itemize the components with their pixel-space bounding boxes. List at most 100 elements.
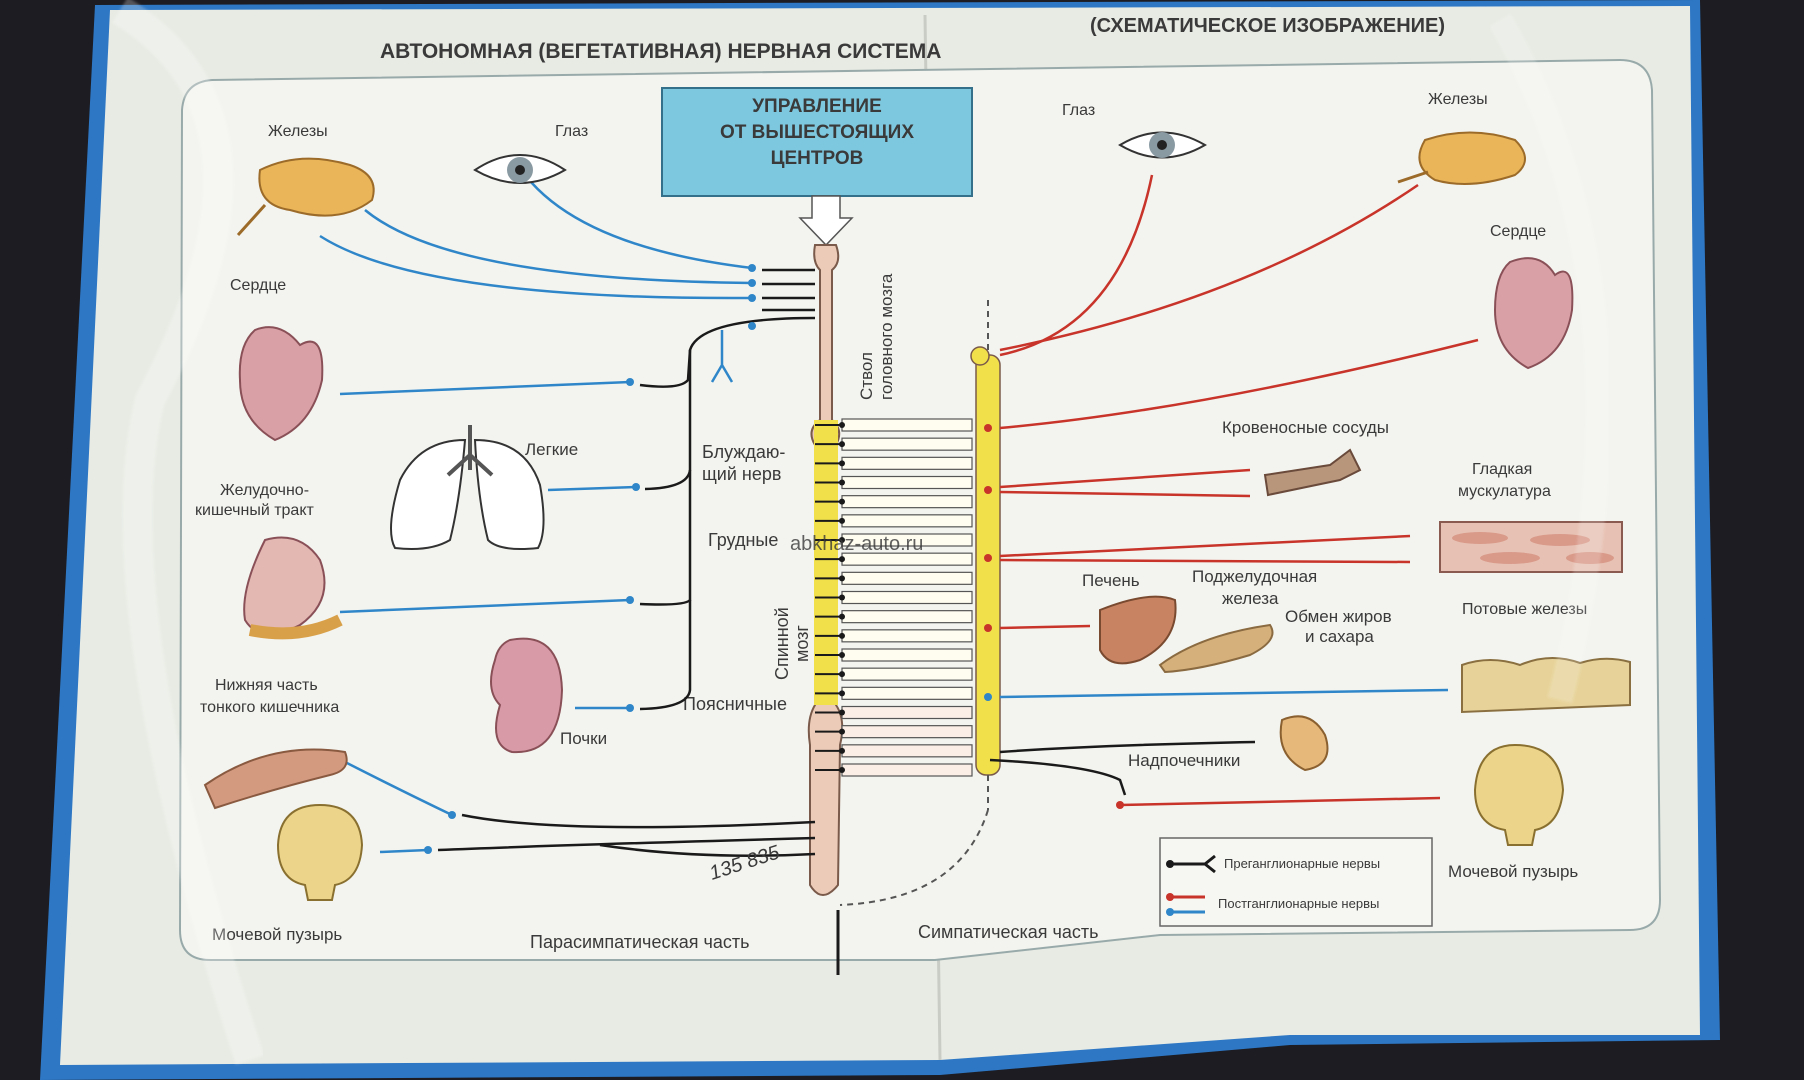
control-box-line1: УПРАВЛЕНИЕ bbox=[752, 96, 882, 117]
glands-left-illustration bbox=[236, 157, 375, 237]
sweat-glands-illustration bbox=[1461, 657, 1631, 714]
spinal-thoracic-yellow bbox=[814, 420, 838, 705]
right-nerve-dots bbox=[984, 424, 1124, 809]
ladder-dot bbox=[839, 728, 845, 735]
eye-left-label: Глаз bbox=[555, 123, 588, 140]
ladder-dot bbox=[839, 460, 845, 467]
ladder-dot bbox=[839, 767, 845, 773]
ladder-dot bbox=[839, 441, 845, 448]
liver-label: Печень bbox=[1082, 571, 1140, 590]
liver-illustration bbox=[1099, 595, 1177, 665]
glands-right-illustration bbox=[1397, 131, 1526, 185]
ladder-rung bbox=[841, 456, 973, 470]
kidneys-label: Почки bbox=[560, 729, 607, 748]
pancreas-illustration bbox=[1158, 623, 1274, 674]
ladder-rung bbox=[841, 648, 973, 662]
vagus-label-1: Блуждаю- bbox=[702, 442, 785, 462]
nerve-bladder-right bbox=[1119, 796, 1441, 807]
ladder-rung bbox=[841, 629, 973, 643]
small-intestine-label-2: тонкого кишечника bbox=[200, 699, 339, 716]
intestine-illustration bbox=[203, 748, 348, 810]
lungs-label: Легкие bbox=[525, 440, 578, 459]
bladder-left-illustration bbox=[276, 803, 364, 901]
diagram-subtitle: (СХЕМАТИЧЕСКОЕ ИЗОБРАЖЕНИЕ) bbox=[1090, 15, 1445, 37]
nerve-smooth-muscle-2 bbox=[999, 558, 1411, 564]
ladder-dot bbox=[839, 537, 845, 543]
nerve-small-blue-stub bbox=[710, 330, 734, 383]
eye-right-illustration bbox=[1118, 131, 1207, 159]
sweat-glands-label: Потовые железы bbox=[1462, 601, 1587, 618]
brainstem-label-1: Ствол bbox=[857, 352, 876, 400]
legend-postganglionic: Постганглионарные нервы bbox=[1218, 896, 1379, 911]
sympathetic-chain bbox=[975, 354, 1001, 776]
ladder-rung bbox=[841, 667, 973, 681]
ladder-rung bbox=[841, 705, 973, 720]
glands-right-label: Железы bbox=[1428, 91, 1488, 108]
nerve-vessels-right-1 bbox=[999, 468, 1251, 489]
ladder-rung bbox=[841, 514, 973, 528]
ladder-rung bbox=[841, 475, 973, 490]
ladder-dot bbox=[839, 556, 845, 563]
control-box-line2: ОТ ВЫШЕСТОЯЩИХ bbox=[720, 122, 914, 143]
pancreas-label-1: Поджелудочная bbox=[1192, 567, 1317, 586]
adrenal-illustration bbox=[1279, 715, 1329, 772]
spinal-label-1: Спинной bbox=[772, 607, 792, 680]
vagus-branch-lungs bbox=[644, 469, 692, 491]
left-nerve-dots bbox=[424, 264, 756, 854]
heart-left-label: Сердце bbox=[230, 277, 286, 294]
ladder-rung bbox=[841, 610, 973, 624]
thoracic-label: Грудные bbox=[708, 530, 778, 550]
ladder-dot bbox=[839, 575, 845, 582]
spinal-label-2: мозг bbox=[792, 625, 812, 662]
sacral-nerve-3 bbox=[599, 843, 816, 857]
sacral-nerve-1 bbox=[461, 813, 816, 829]
nerve-sweat-glands bbox=[999, 688, 1449, 699]
ladder-dot bbox=[839, 690, 845, 697]
smooth-muscle-label-2: мускулатура bbox=[1458, 483, 1551, 500]
ladder-dot bbox=[839, 517, 845, 524]
lungs-illustration bbox=[390, 425, 545, 550]
plastic-glare-2 bbox=[1489, 13, 1611, 704]
ladder-rung bbox=[841, 495, 973, 509]
ladder-rung bbox=[841, 437, 973, 451]
sympathetic-label: Симпатическая часть bbox=[918, 922, 1099, 942]
smooth-muscle-label-1: Гладкая bbox=[1472, 461, 1532, 478]
plastic-glare-1 bbox=[112, 0, 265, 1065]
vagus-label-2: щий нерв bbox=[702, 464, 781, 484]
ladder-dot bbox=[839, 747, 845, 754]
ladder-rung bbox=[841, 418, 973, 432]
chain-dashed-link bbox=[839, 809, 989, 906]
nerve-glands-left-2 bbox=[319, 234, 753, 300]
ladder-rung bbox=[841, 590, 973, 605]
stomach-illustration bbox=[243, 536, 343, 640]
gi-tract-label-2: кишечный тракт bbox=[195, 502, 315, 519]
nerve-heart-right bbox=[999, 338, 1479, 430]
nerve-liver bbox=[999, 624, 1091, 630]
nerve-heart-left bbox=[339, 380, 631, 396]
sympathetic-nerves bbox=[989, 174, 1479, 807]
parasympathetic-label: Парасимпатическая часть bbox=[530, 932, 750, 952]
adrenals-label: Надпочечники bbox=[1128, 751, 1240, 770]
ladder-dot bbox=[839, 613, 845, 620]
nerve-eye-right bbox=[999, 174, 1154, 357]
ladder-dot bbox=[839, 594, 845, 601]
vagus-branch-kidney bbox=[639, 600, 692, 711]
nerve-vessels-right-2 bbox=[999, 490, 1251, 498]
ladder-dot bbox=[839, 479, 845, 486]
ladder-rung bbox=[841, 725, 973, 739]
ladder-dot bbox=[839, 498, 845, 505]
nerve-bladder-left bbox=[379, 848, 429, 854]
bladder-right-label: Мочевой пузырь bbox=[1448, 862, 1578, 881]
legend: Преганглионарные нервы Постганглионарные… bbox=[1159, 837, 1433, 927]
heart-right-illustration bbox=[1493, 257, 1574, 370]
bladder-left-label: Мочевой пузырь bbox=[212, 925, 342, 944]
kidney-illustration bbox=[490, 637, 564, 754]
nerve-intestine-left bbox=[344, 760, 453, 817]
brainstem-label-2: головного мозга bbox=[877, 273, 896, 400]
lumbar-label: Поясничные bbox=[683, 694, 787, 714]
ladder-rung bbox=[841, 571, 973, 585]
ladder-rung bbox=[841, 763, 973, 777]
ladder-rung bbox=[841, 686, 973, 700]
eye-left-illustration bbox=[473, 154, 567, 184]
heart-right-label: Сердце bbox=[1490, 223, 1546, 240]
